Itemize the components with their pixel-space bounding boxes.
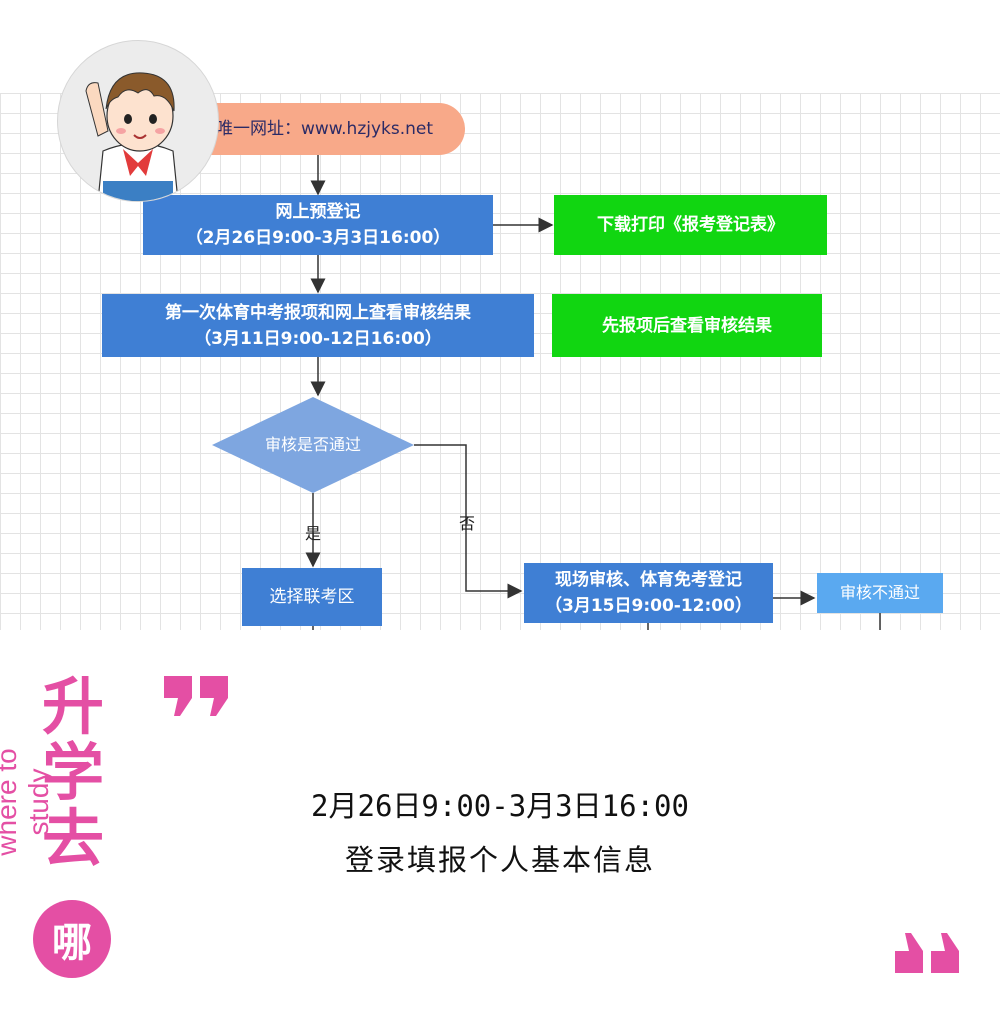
- onsite-line2: （3月15日9:00-12:00）: [545, 596, 752, 616]
- flowchart-edges: [212, 155, 881, 630]
- download-text: 下载打印《报考登记表》: [597, 215, 784, 235]
- prereg-line1: 网上预登记: [275, 202, 361, 222]
- note-text: 先报项后查看审核结果: [602, 315, 772, 336]
- brand-bubble: 哪: [33, 900, 111, 978]
- decision-shape: [212, 397, 414, 493]
- brand-char-2: 学: [41, 736, 104, 809]
- decision-text: 审核是否通过: [264, 435, 361, 454]
- close-quote-icon: [895, 933, 959, 973]
- caption-description: 登录填报个人基本信息: [344, 843, 655, 877]
- fail-text: 审核不通过: [839, 583, 920, 602]
- download-node: 下载打印《报考登记表》: [554, 195, 827, 255]
- brand-char-1: 升: [41, 670, 104, 743]
- prereg-node: 网上预登记 （2月26日9:00-3月3日16:00）: [143, 195, 493, 255]
- open-quote-icon: [164, 676, 228, 716]
- yes-label: 是: [305, 524, 322, 543]
- caption-date-range: 2月26日9:00-3月3日16:00: [311, 789, 689, 823]
- brand-chinese-text: 升 学 去: [40, 674, 106, 872]
- sports-node: 第一次体育中考报项和网上查看审核结果 （3月11日9:00-12日16:00）: [102, 294, 534, 357]
- note-node: 先报项后查看审核结果: [552, 294, 822, 357]
- edge-decision-no: [414, 444, 523, 599]
- brand-char-3: 去: [41, 802, 104, 875]
- choose-area-node: 选择联考区: [242, 568, 382, 626]
- cartoon-avatar: [57, 40, 219, 202]
- onsite-line1: 现场审核、体育免考登记: [555, 570, 742, 590]
- onsite-node: 现场审核、体育免考登记 （3月15日9:00-12:00）: [524, 563, 773, 623]
- url-node-text: 唯一网址：www.hzjyks.net: [216, 119, 434, 139]
- sports-line1: 第一次体育中考报项和网上查看审核结果: [165, 302, 471, 323]
- sports-line2: （3月11日9:00-12日16:00）: [194, 328, 442, 349]
- decision-label: 审核是否通过: [232, 430, 394, 460]
- choose-area-text: 选择联考区: [269, 587, 355, 607]
- fail-node: 审核不通过: [817, 573, 943, 613]
- brand-bubble-text: 哪: [52, 920, 92, 966]
- no-label: 否: [459, 514, 476, 533]
- prereg-line2: （2月26日9:00-3月3日16:00）: [185, 228, 451, 248]
